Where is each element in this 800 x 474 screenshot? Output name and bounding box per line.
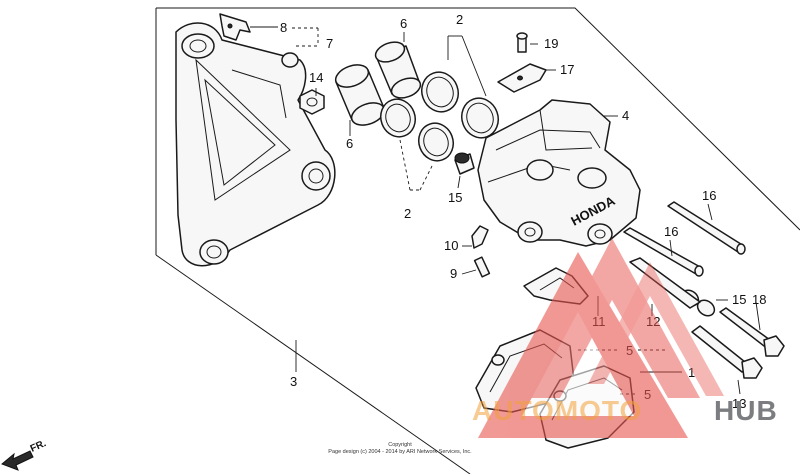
callout-9: 9 xyxy=(450,266,457,281)
mounting-bolt xyxy=(719,307,785,357)
callout-2-lower: 2 xyxy=(404,206,411,221)
copyright-notice: Copyright Page design (c) 2004 - 2014 by… xyxy=(328,442,472,455)
pad-pin-plug xyxy=(471,225,489,249)
callout-16-upper: 16 xyxy=(702,188,716,203)
watermark: AUTOMOTO HUB xyxy=(472,238,778,438)
watermark-brand-part1: AUTOMOTO xyxy=(472,395,642,426)
caliper-body: HONDA xyxy=(477,99,641,247)
pad-pin xyxy=(473,256,491,278)
piston-upper xyxy=(374,41,422,99)
piston-seal-set xyxy=(380,71,499,162)
callout-15-upper: 15 xyxy=(448,190,462,205)
slide-pin-upper xyxy=(667,201,746,255)
callout-17: 17 xyxy=(560,62,574,77)
piston-lower xyxy=(334,64,386,126)
callout-6-lower: 6 xyxy=(346,136,353,151)
bleeder-cap xyxy=(454,152,475,175)
callout-14: 14 xyxy=(309,70,323,85)
callout-2-upper: 2 xyxy=(456,12,463,27)
copyright-line-1: Copyright xyxy=(388,442,412,448)
callout-7: 7 xyxy=(326,36,333,51)
callout-15-lower: 15 xyxy=(732,292,746,307)
callout-3: 3 xyxy=(290,374,297,389)
callout-6-upper: 6 xyxy=(400,16,407,31)
copyright-line-2: Page design (c) 2004 - 2014 by ARI Netwo… xyxy=(328,449,472,455)
bleeder-valve xyxy=(516,32,528,53)
callout-10: 10 xyxy=(444,238,458,253)
callout-1: 1 xyxy=(688,365,695,380)
sleeve-bolt xyxy=(691,325,763,379)
callout-8: 8 xyxy=(280,20,287,35)
callout-16-lower: 16 xyxy=(664,224,678,239)
frame-outline xyxy=(155,7,800,474)
pad-spring-clip xyxy=(219,13,251,41)
direction-label: FR. xyxy=(29,438,48,455)
caliper-bracket xyxy=(175,22,336,267)
pad-retainer-clip xyxy=(497,63,547,93)
callout-19: 19 xyxy=(544,36,558,51)
front-direction-arrow: FR. xyxy=(1,438,48,471)
slide-pin-lower xyxy=(623,227,704,277)
callout-13: 13 xyxy=(732,396,746,411)
callout-18: 18 xyxy=(752,292,766,307)
watermark-brand-part2: HUB xyxy=(714,395,778,426)
sleeve-pin xyxy=(629,257,701,309)
callout-4: 4 xyxy=(622,108,629,123)
hex-nut xyxy=(299,89,325,115)
watermark-triangle-logo xyxy=(478,238,724,438)
